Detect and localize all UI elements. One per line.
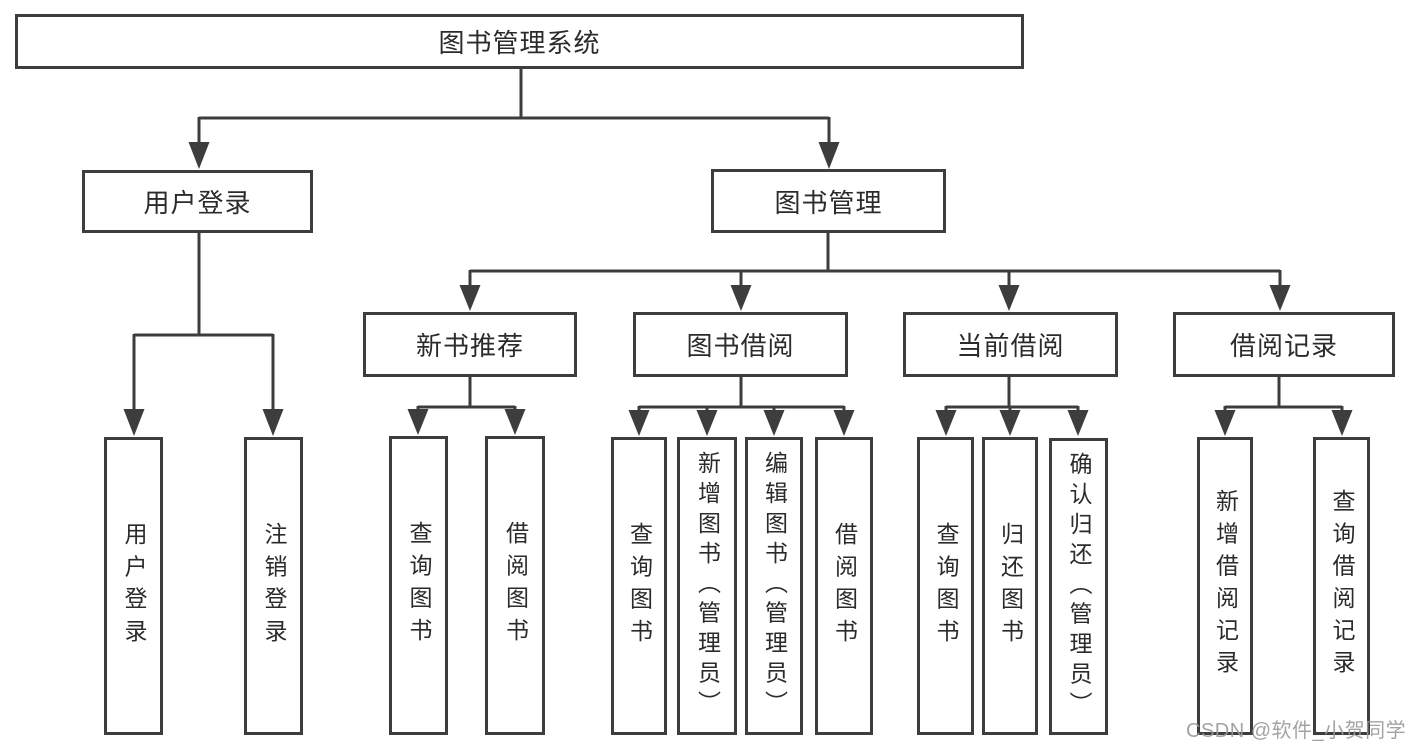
leaf-borrow-book-2-label: 借阅图书 <box>831 521 858 651</box>
leaf-query-book-1-label: 查询图书 <box>406 521 432 650</box>
node-book-borrowing-label: 图书借阅 <box>686 331 795 361</box>
node-current-borrowing: 当前借阅 <box>903 312 1118 377</box>
leaf-user-login-label: 用户登录 <box>121 521 147 651</box>
leaf-add-book-admin: 新增图书（管理员） <box>677 437 737 735</box>
leaf-return-book-label: 归还图书 <box>997 521 1024 651</box>
node-book-management-label: 图书管理 <box>774 187 883 218</box>
leaf-edit-book-admin: 编辑图书（管理员） <box>745 437 803 735</box>
leaf-borrow-book-2: 借阅图书 <box>815 437 873 735</box>
node-library-system: 图书管理系统 <box>15 14 1024 69</box>
leaf-query-book-1: 查询图书 <box>389 436 448 735</box>
node-new-book-recommend: 新书推荐 <box>363 312 577 377</box>
arrowheads <box>123 142 1353 436</box>
leaf-query-book-3: 查询图书 <box>917 437 974 735</box>
leaf-return-book: 归还图书 <box>982 437 1038 735</box>
leaf-query-borrow-record-label: 查询借阅记录 <box>1329 489 1355 683</box>
node-book-borrowing: 图书借阅 <box>633 312 848 377</box>
leaf-edit-book-admin-label: 编辑图书（管理员） <box>761 451 788 721</box>
node-user-login: 用户登录 <box>82 170 313 233</box>
node-current-borrowing-label: 当前借阅 <box>956 331 1065 361</box>
node-book-management: 图书管理 <box>711 169 946 233</box>
leaf-query-borrow-record: 查询借阅记录 <box>1313 437 1370 735</box>
node-library-system-label: 图书管理系统 <box>438 28 601 58</box>
leaf-logout-label: 注销登录 <box>261 521 287 651</box>
leaf-query-book-2-label: 查询图书 <box>626 521 653 651</box>
leaf-add-book-admin-label: 新增图书（管理员） <box>694 451 721 721</box>
leaf-confirm-return-admin-label: 确认归还（管理员） <box>1066 451 1092 722</box>
leaf-confirm-return-admin: 确认归还（管理员） <box>1049 438 1108 735</box>
leaf-logout: 注销登录 <box>244 437 303 735</box>
leaf-user-login: 用户登录 <box>104 437 163 735</box>
node-user-login-label: 用户登录 <box>143 188 252 218</box>
leaf-borrow-book-1: 借阅图书 <box>485 436 545 735</box>
leaf-query-book-2: 查询图书 <box>611 437 667 735</box>
leaf-add-borrow-record: 新增借阅记录 <box>1197 437 1253 735</box>
watermark: CSDN @软件_小贺同学 <box>1186 720 1405 742</box>
node-new-book-recommend-label: 新书推荐 <box>415 331 524 361</box>
leaf-query-book-3-label: 查询图书 <box>933 521 959 651</box>
node-borrowing-records-label: 借阅记录 <box>1229 331 1338 361</box>
node-borrowing-records: 借阅记录 <box>1173 312 1395 377</box>
leaf-borrow-book-1-label: 借阅图书 <box>502 521 529 650</box>
leaf-add-borrow-record-label: 新增借阅记录 <box>1212 489 1239 683</box>
